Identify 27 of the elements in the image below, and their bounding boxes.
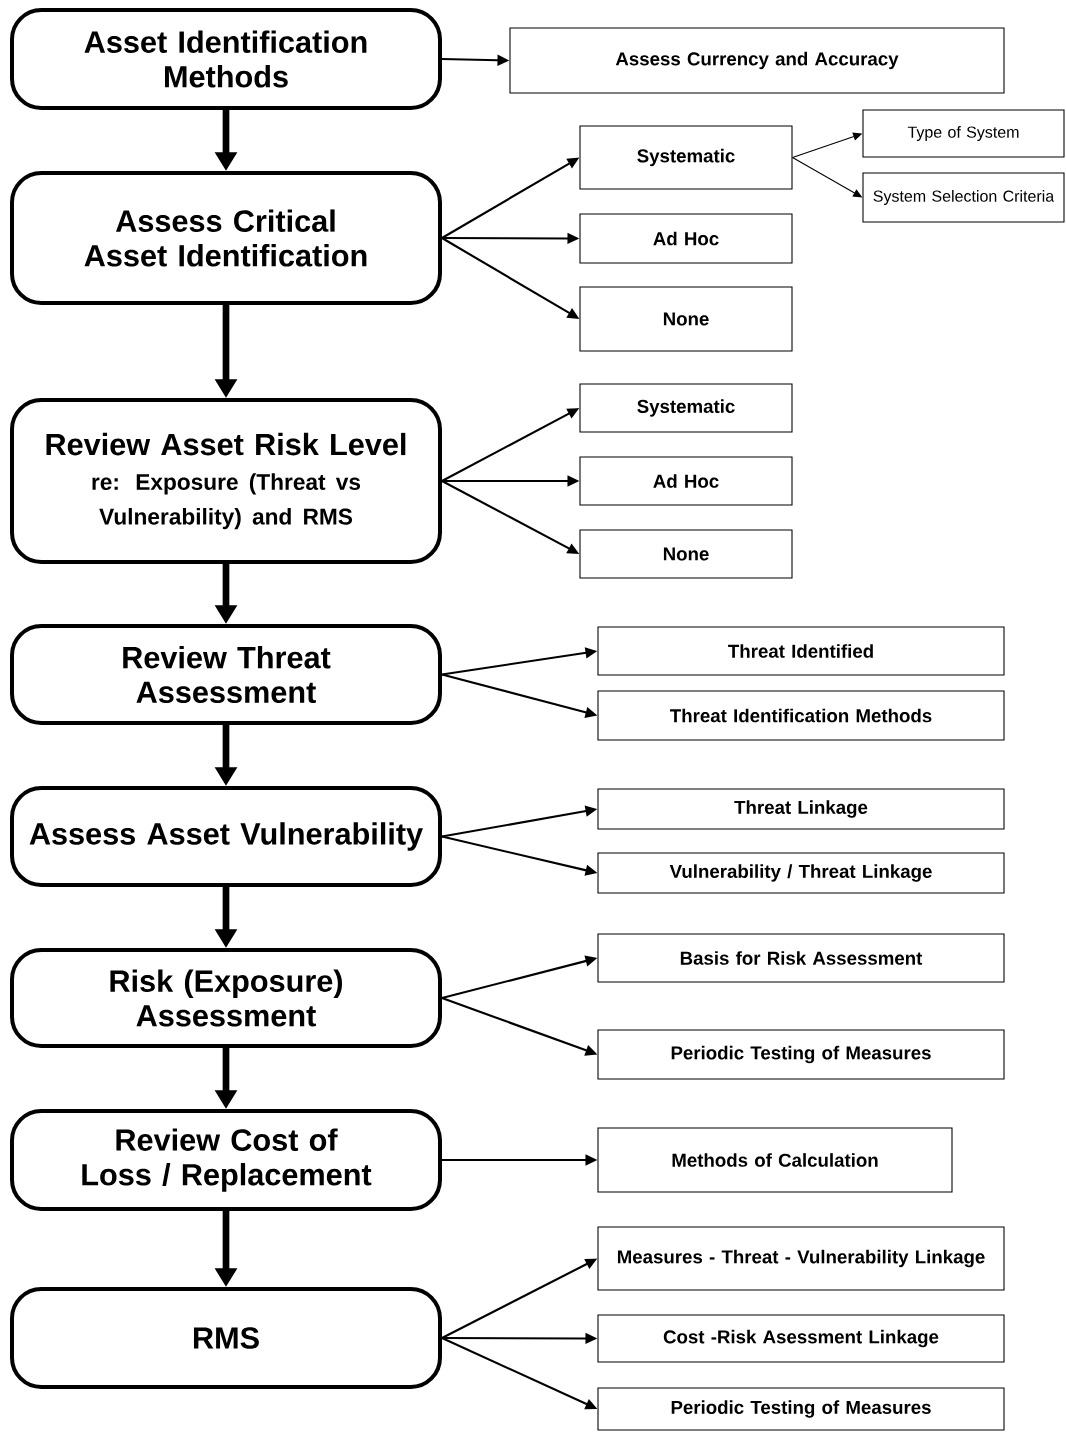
text-box: Threat Identified <box>597 626 1005 676</box>
text-box: Systematic <box>579 383 793 433</box>
step-box: Review Asset Risk Level re: Exposure (Threat vs Vulnerability) and RMS <box>10 398 442 564</box>
text-box: System Selection Criteria <box>862 172 1065 223</box>
step-box: Review Cost of Loss / Replacement <box>10 1109 442 1211</box>
text-box: None <box>579 529 793 579</box>
text-box: Systematic <box>579 125 793 190</box>
text-box: Ad Hoc <box>579 456 793 506</box>
text-box: Ad Hoc <box>579 213 793 264</box>
step-box: Risk (Exposure) Assessment <box>10 948 442 1048</box>
text-box: Periodic Testing of Measures <box>597 1029 1005 1080</box>
text-box: Assess Currency and Accuracy <box>509 27 1005 94</box>
text-box: Measures - Threat - Vulnerability Linkage <box>597 1226 1005 1291</box>
text-box: Threat Identification Methods <box>597 690 1005 741</box>
text-box: Threat Linkage <box>597 788 1005 830</box>
text-box: Type of System <box>862 109 1065 158</box>
step-box: RMS <box>10 1287 442 1389</box>
step-box: Assess Asset Vulnerability <box>10 786 442 887</box>
step-box: Assess Critical Asset Identification <box>10 171 442 305</box>
step-box: Asset Identification Methods <box>10 8 442 110</box>
text-box: Periodic Testing of Measures <box>597 1387 1005 1431</box>
text-box: Basis for Risk Assessment <box>597 933 1005 983</box>
text-box: None <box>579 286 793 352</box>
step-box: Review Threat Assessment <box>10 624 442 725</box>
text-box: Cost -Risk Asessment Linkage <box>597 1314 1005 1363</box>
text-box: Vulnerability / Threat Linkage <box>597 852 1005 894</box>
text-box: Methods of Calculation <box>597 1127 953 1193</box>
